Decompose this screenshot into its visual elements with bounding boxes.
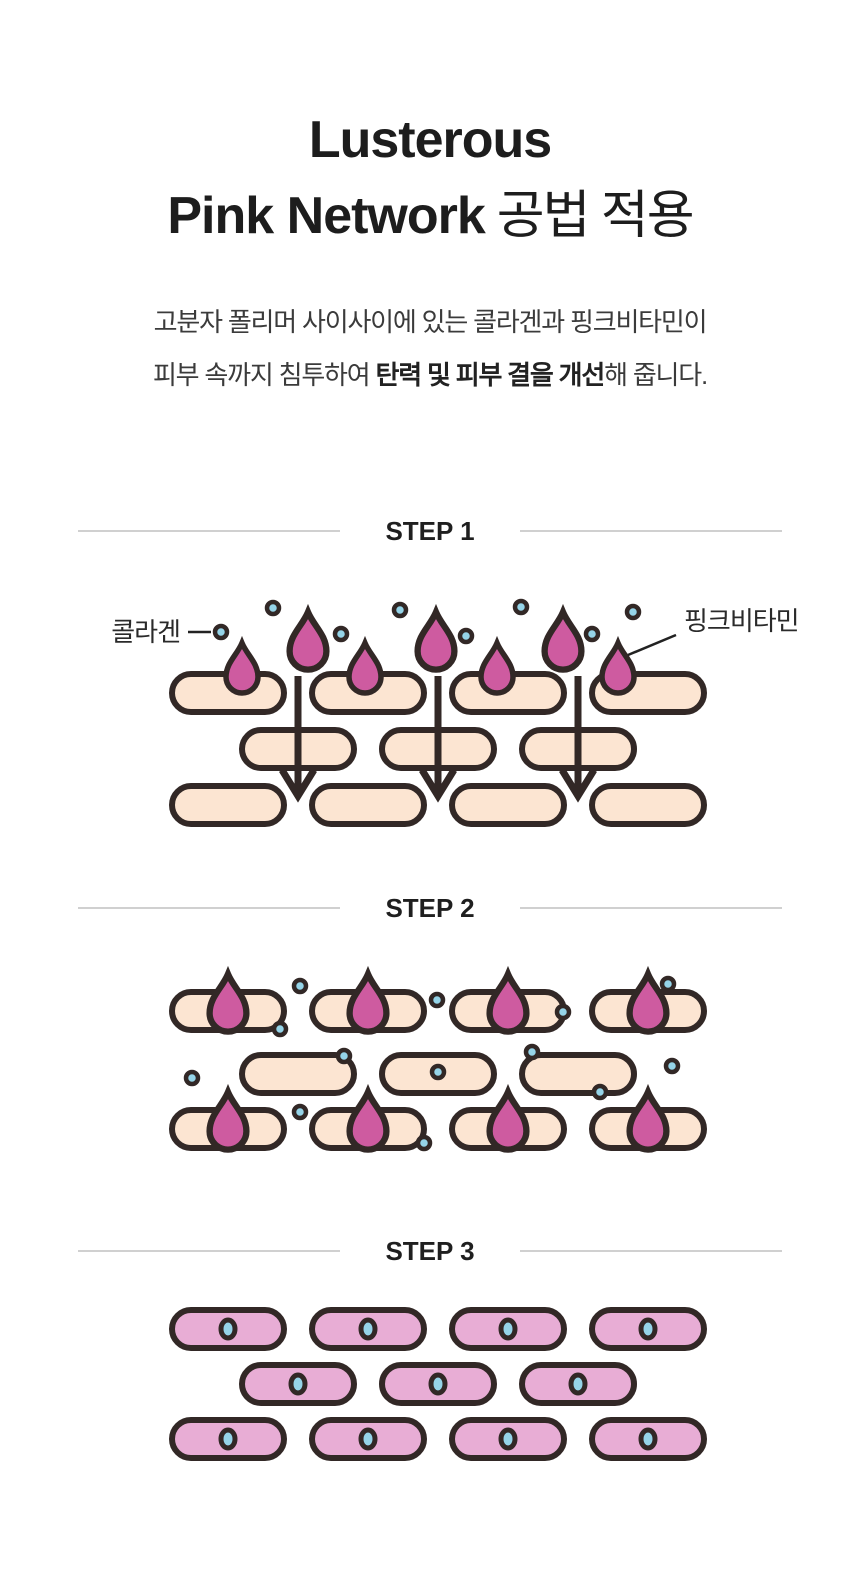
collagen-dot — [291, 1103, 309, 1121]
collagen-dot — [554, 1003, 572, 1021]
collagen-oval — [218, 1427, 238, 1451]
collagen-dot — [291, 977, 309, 995]
collagen-dot — [591, 1083, 609, 1101]
collagen-dot — [391, 601, 409, 619]
collagen-label: 콜라겐 — [111, 617, 180, 647]
step2-diagram — [169, 950, 707, 1170]
pink-vitamin-droplet — [349, 643, 381, 693]
pink-vitamin-droplet — [350, 1092, 387, 1150]
pink-vitamin-droplet — [545, 612, 582, 670]
collagen-dot — [663, 1057, 681, 1075]
pink-vitamin-droplet — [490, 974, 527, 1032]
description-line-2-prefix: 피부 속까지 침투하여 — [152, 360, 376, 390]
collagen-oval — [568, 1372, 588, 1396]
collagen-dot — [415, 1134, 433, 1152]
collagen-oval — [288, 1372, 308, 1396]
pink-vitamin-droplet — [418, 612, 455, 670]
collagen-oval — [638, 1427, 658, 1451]
collagen-dot — [624, 603, 642, 621]
description-line-2-suffix: 해 줍니다. — [604, 360, 708, 390]
step2-capsule-row-top — [169, 974, 707, 1038]
collagen-oval — [638, 1317, 658, 1341]
step1-label: STEP 1 — [385, 515, 475, 546]
step2-capsule-row-bottom — [169, 1092, 707, 1152]
step3-header: STEP 3 — [0, 1236, 860, 1266]
divider-line — [78, 530, 341, 532]
collagen-oval — [218, 1317, 238, 1341]
collagen-dot — [429, 1063, 447, 1081]
step1-header: STEP 1 — [0, 516, 860, 546]
collagen-dot — [332, 625, 350, 643]
polymer-capsule — [169, 783, 287, 827]
divider-line — [519, 907, 782, 909]
pink-vitamin-pointer-line — [627, 633, 677, 657]
collagen-dot — [512, 598, 530, 616]
step1-capsule-row-bottom — [169, 783, 707, 827]
collagen-dot — [264, 599, 282, 617]
title-line-2-ko: 공법 적용 — [496, 187, 695, 245]
polymer-capsule — [239, 1052, 357, 1096]
pink-vitamin-droplet — [490, 1092, 527, 1150]
collagen-dot — [335, 1047, 353, 1065]
pink-vitamin-label: 핑크비타민 — [684, 606, 799, 636]
description-line-2-bold: 탄력 및 피부 결을 개선 — [375, 360, 606, 390]
collagen-dot — [183, 1069, 201, 1087]
step3-capsule-row-bottom — [169, 1417, 707, 1461]
down-arrow-icon — [419, 768, 457, 803]
step3-label: STEP 3 — [385, 1235, 475, 1266]
pink-vitamin-droplet — [290, 612, 327, 670]
polymer-capsule — [519, 1052, 637, 1096]
down-arrow-icon — [279, 768, 317, 803]
divider-line — [519, 1250, 782, 1252]
collagen-dot — [659, 975, 677, 993]
polymer-capsule — [589, 783, 707, 827]
pink-vitamin-droplet — [210, 974, 247, 1032]
pink-vitamin-droplet — [481, 643, 513, 693]
pink-vitamin-droplet — [210, 1092, 247, 1150]
down-arrow-icon — [559, 768, 597, 803]
collagen-dot — [212, 623, 230, 641]
collagen-oval — [428, 1372, 448, 1396]
collagen-oval — [358, 1317, 378, 1341]
step3-capsule-row-top — [169, 1307, 707, 1351]
collagen-oval — [358, 1427, 378, 1451]
pink-vitamin-droplet — [350, 974, 387, 1032]
step2-header: STEP 2 — [0, 893, 860, 923]
collagen-oval — [498, 1317, 518, 1341]
divider-line — [78, 1250, 341, 1252]
step3-capsule-row-middle — [239, 1362, 637, 1406]
title-line-1: Lusterous — [308, 111, 552, 169]
pink-vitamin-droplet — [630, 1092, 667, 1150]
collagen-dot — [428, 991, 446, 1009]
collagen-dot — [457, 627, 475, 645]
divider-line — [78, 907, 341, 909]
step1-arrows — [279, 676, 597, 803]
collagen-dot — [523, 1043, 541, 1061]
title-line-2-en: Pink Network — [167, 187, 485, 245]
step2-capsule-row-middle — [183, 1043, 681, 1121]
pink-vitamin-droplet — [602, 643, 634, 693]
collagen-oval — [498, 1427, 518, 1451]
divider-line — [519, 530, 782, 532]
step1-diagram: 콜라겐 핑크비타민 — [111, 598, 800, 827]
pink-vitamin-droplet — [226, 643, 258, 693]
step3-diagram — [169, 1307, 707, 1461]
collagen-dot — [583, 625, 601, 643]
polymer-capsule — [309, 783, 427, 827]
description: 고분자 폴리머 사이사이에 있는 콜라겐과 핑크비타민이 피부 속까지 침투하여… — [0, 296, 860, 402]
description-line-2: 피부 속까지 침투하여 탄력 및 피부 결을 개선해 줍니다. — [0, 349, 860, 402]
polymer-capsule — [449, 783, 567, 827]
step1-collagen-dots — [212, 598, 642, 645]
collagen-dot — [271, 1020, 289, 1038]
step1-droplets — [226, 612, 634, 693]
step2-label: STEP 2 — [385, 892, 475, 923]
description-line-1: 고분자 폴리머 사이사이에 있는 콜라겐과 핑크비타민이 — [153, 307, 708, 337]
